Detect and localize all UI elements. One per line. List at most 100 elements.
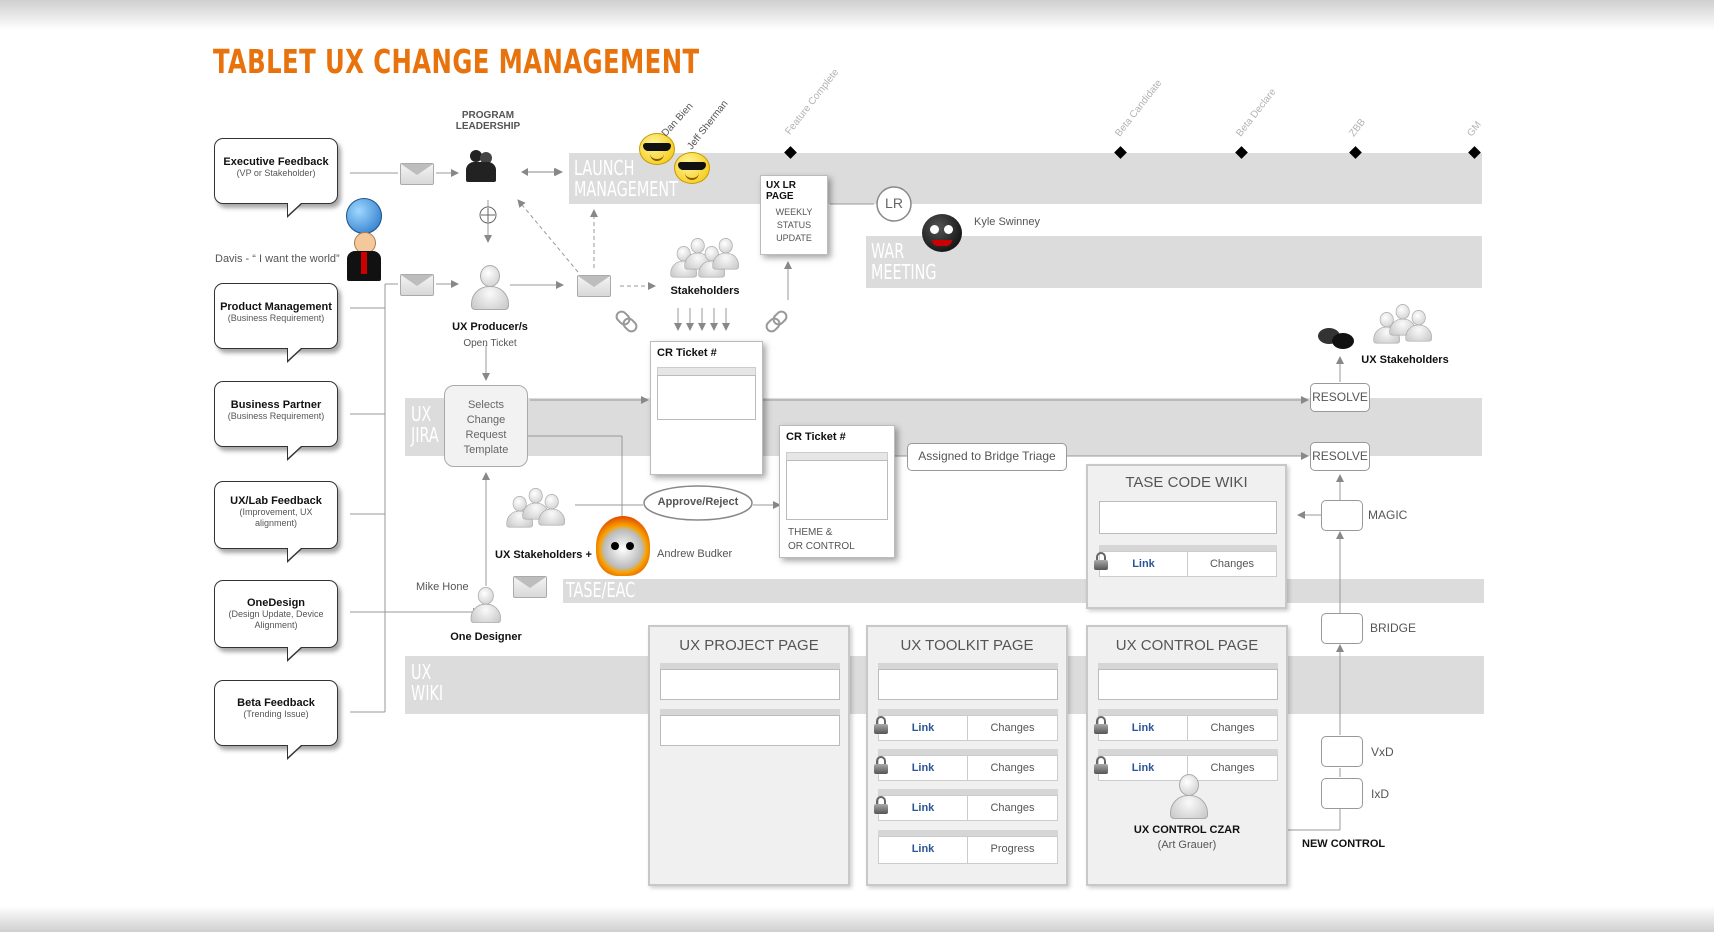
ghost-rider-skull-icon xyxy=(596,516,650,576)
feedback-onedesign: OneDesign(Design Update, Device Alignmen… xyxy=(214,580,338,662)
ux-stakeholders-right-icon xyxy=(1372,304,1442,348)
ux-control-page-title: UX CONTROL PAGE xyxy=(1115,637,1259,654)
control-link[interactable]: Link xyxy=(1099,756,1188,780)
ixd-label: IxD xyxy=(1371,787,1389,801)
magic-stage-box xyxy=(1321,500,1363,531)
cr-ticket-1: CR Ticket # xyxy=(650,341,763,475)
tase-wiki-row: Link Changes xyxy=(1099,551,1277,577)
toolkit-row: Link Changes xyxy=(878,715,1058,741)
vxd-label: VxD xyxy=(1371,745,1394,759)
lr-badge: LR xyxy=(885,195,903,211)
lock-icon xyxy=(874,716,888,734)
davis-tie-icon xyxy=(361,252,367,274)
toolkit-row: Link Changes xyxy=(878,755,1058,781)
ux-producer-title: UX Producer/s xyxy=(452,321,528,333)
tase-code-wiki-panel: TASE CODE WIKI Link Changes xyxy=(1086,464,1287,609)
envelope-icon xyxy=(577,275,611,297)
envelope-icon xyxy=(400,274,434,296)
lock-icon xyxy=(1094,716,1108,734)
control-czar-label: UX CONTROL CZAR xyxy=(1133,824,1241,836)
ux-toolkit-page-title: UX TOOLKIT PAGE xyxy=(900,637,1034,654)
envelope-icon xyxy=(400,163,434,185)
speech-bubble-icon xyxy=(1332,333,1354,349)
control-row: Link Changes xyxy=(1098,715,1278,741)
ux-project-page-title: UX PROJECT PAGE xyxy=(679,637,819,654)
toolkit-link[interactable]: Link xyxy=(879,756,968,780)
lock-icon xyxy=(1094,756,1108,774)
control-czar-icon xyxy=(1168,774,1208,820)
feedback-executive: Executive Feedback(VP or Stakeholder) xyxy=(214,138,338,218)
feedback-beta: Beta Feedback(Trending Issue) xyxy=(214,680,338,760)
toolkit-row: Link Changes xyxy=(878,795,1058,821)
bridge-label: BRIDGE xyxy=(1370,621,1417,635)
ux-stakeholders-group-icon xyxy=(505,488,575,528)
ux-producer-sub: Open Ticket xyxy=(463,338,517,349)
approve-reject-label: Approve/Reject xyxy=(657,496,739,508)
sunglasses-emoji-icon xyxy=(639,133,675,165)
tase-wiki-link[interactable]: Link xyxy=(1100,552,1188,576)
globe-icon xyxy=(346,198,382,234)
ux-producer-icon xyxy=(469,265,509,311)
toolkit-link[interactable]: Link xyxy=(879,796,968,820)
name-mike-hone: Mike Hone xyxy=(416,581,469,593)
toolkit-link[interactable]: Link xyxy=(879,837,968,863)
diagram-title: TABLET UX CHANGE MANAGEMENT xyxy=(213,42,700,81)
lock-icon xyxy=(874,796,888,814)
ux-stakeholders-right-label: UX Stakeholders xyxy=(1361,354,1449,366)
stakeholders-label: Stakeholders xyxy=(670,285,740,297)
one-designer-label: One Designer xyxy=(450,631,522,643)
feedback-business-partner: Business Partner(Business Requirement) xyxy=(214,381,338,461)
toolkit-row: Link Progress xyxy=(878,836,1058,864)
project-field-2[interactable] xyxy=(660,715,840,746)
feedback-product-management: Product Management(Business Requirement) xyxy=(214,283,338,363)
bottom-shade xyxy=(0,906,1714,932)
name-kyle-swinney: Kyle Swinney xyxy=(974,216,1041,228)
magic-label: MAGIC xyxy=(1368,508,1408,522)
war-meeting-band xyxy=(866,236,1482,288)
ux-project-page-panel: UX PROJECT PAGE xyxy=(648,625,850,886)
tase-code-wiki-title: TASE CODE WIKI xyxy=(1125,474,1248,491)
control-row: Link Changes xyxy=(1098,755,1278,781)
tase-wiki-field[interactable] xyxy=(1099,501,1277,534)
toolkit-field[interactable] xyxy=(878,669,1058,700)
davis-quote: Davis - “ I want the world” xyxy=(215,253,340,265)
lock-icon xyxy=(874,756,888,774)
name-andrew-budker: Andrew Budker xyxy=(657,548,733,560)
resolve-button-jira: RESOLVE xyxy=(1310,383,1370,412)
sunglasses-emoji-icon xyxy=(674,152,710,184)
control-field[interactable] xyxy=(1098,669,1278,700)
lock-icon xyxy=(1094,552,1108,570)
tase-eac-band xyxy=(563,579,1484,603)
stakeholders-group-icon xyxy=(669,238,749,284)
ux-control-page-panel: UX CONTROL PAGE Link Changes Link Change… xyxy=(1086,625,1288,886)
bridge-stage-box xyxy=(1321,613,1363,644)
feedback-ux-lab: UX/Lab Feedback(Improvement, UX alignmen… xyxy=(214,481,338,563)
tase-band-label: TASE/EAC xyxy=(566,578,636,602)
launch-management-band xyxy=(569,153,1482,204)
program-leadership-label: PROGRAM LEADERSHIP xyxy=(455,110,521,132)
control-link[interactable]: Link xyxy=(1099,716,1188,740)
one-designer-icon xyxy=(469,587,501,624)
control-czar-name: (Art Grauer) xyxy=(1157,839,1217,851)
envelope-icon xyxy=(513,576,547,598)
leadership-icon xyxy=(466,150,496,184)
cr-ticket-2: CR Ticket # THEME &OR CONTROL xyxy=(779,425,895,558)
toolkit-link[interactable]: Link xyxy=(879,716,968,740)
ux-stakeholders-plus-label: UX Stakeholders + xyxy=(495,549,592,561)
new-control-label: NEW CONTROL xyxy=(1302,838,1386,850)
project-field-1[interactable] xyxy=(660,669,840,700)
top-shade xyxy=(0,0,1714,30)
assigned-bridge-triage: Assigned to Bridge Triage xyxy=(907,443,1067,471)
ux-toolkit-page-panel: UX TOOLKIT PAGE Link Changes Link Change… xyxy=(866,625,1068,886)
angry-monster-icon xyxy=(922,214,962,252)
resolve-button-bridge: RESOLVE xyxy=(1310,442,1370,471)
ixd-stage-box xyxy=(1321,778,1363,809)
